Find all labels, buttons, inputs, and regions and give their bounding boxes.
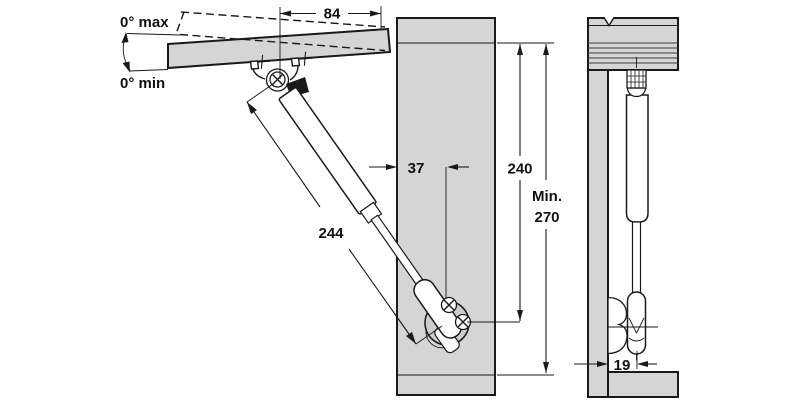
dimension-19: 19: [574, 351, 657, 374]
stud-thread-lines: [627, 70, 646, 88]
dimension-240: 240: [467, 42, 554, 323]
dimension-244: 244: [246, 83, 443, 345]
strut-cap: [626, 87, 647, 98]
phillips-screw-icon: [269, 71, 286, 88]
front-view: 0° max 0° min: [120, 6, 562, 396]
strut-end-fitting-front: [413, 278, 462, 354]
socket-detail: [628, 317, 645, 335]
dim-19-label: 19: [614, 357, 631, 374]
dim-240-label: 240: [507, 161, 532, 178]
dim-min-label: Min.: [532, 188, 562, 205]
opening-angle-indicator: [121, 32, 181, 73]
angle-min-label: 0° min: [120, 75, 165, 92]
dim-244-label: 244: [318, 225, 344, 242]
rod-end-socket-side: [626, 291, 647, 355]
dim-270-label: 270: [534, 209, 559, 226]
lid-flap-max-position-outline: [175, 11, 386, 52]
threaded-stud: [626, 69, 647, 89]
dimension-37: 37: [369, 160, 469, 299]
dimension-min-270: Min. 270: [497, 44, 562, 376]
cabinet-bottom-shelf: [607, 371, 679, 398]
side-view: 19: [574, 16, 679, 398]
socket-detail-arc: [628, 337, 645, 342]
lid-edge-hatch-lines: [588, 42, 678, 64]
strut-cylinder-side: [625, 94, 649, 223]
dim-37-label: 37: [408, 160, 425, 177]
strut-rod-side: [631, 221, 642, 295]
phillips-screw-icon: [454, 313, 472, 331]
gas-strut-front: [278, 87, 435, 301]
arc-arrow-down-icon: [122, 61, 130, 73]
miter-notch: [604, 16, 614, 26]
phillips-screw-icon: [440, 296, 458, 314]
angle-max-label: 0° max: [120, 14, 169, 31]
strut-cylinder: [278, 87, 377, 215]
dimension-84: 84: [279, 6, 382, 79]
arc-arrow-up-icon: [121, 32, 129, 43]
gas-strut-side: [608, 69, 658, 355]
lid-edge-profile: [587, 17, 679, 71]
miter-notch-lines: [603, 17, 615, 27]
dim-84-label: 84: [324, 6, 341, 23]
lid-flap: [167, 27, 392, 70]
side-panel-edge: [587, 17, 609, 398]
panel-bracket-side: [607, 296, 628, 355]
